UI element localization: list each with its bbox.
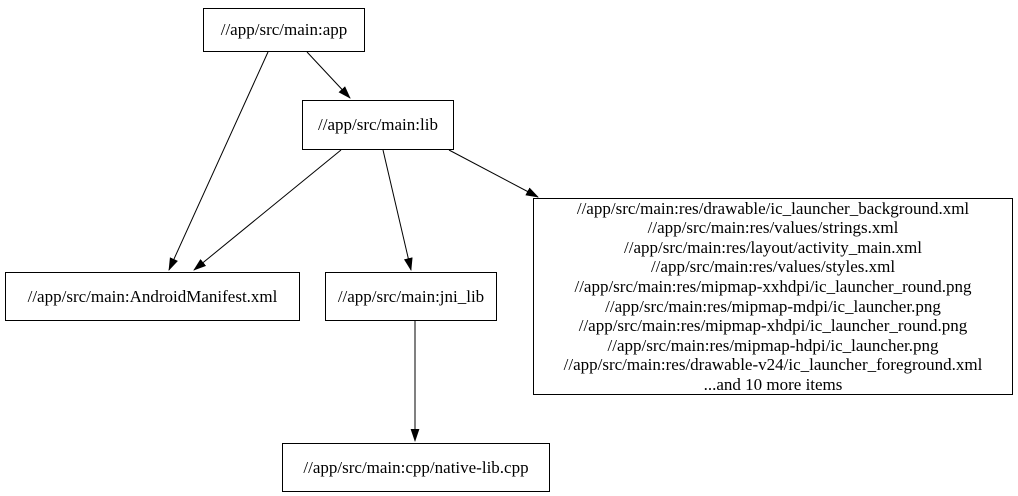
edge-lib-to-android-manifest xyxy=(193,149,342,271)
node-android-manifest-label: //app/src/main:AndroidManifest.xml xyxy=(27,286,278,306)
edge-app-to-lib xyxy=(306,51,351,99)
node-jni-lib: //app/src/main:jni_lib xyxy=(325,272,497,321)
node-native-lib: //app/src/main:cpp/native-lib.cpp xyxy=(282,443,550,492)
node-lib-label: //app/src/main:lib xyxy=(318,115,438,135)
node-android-manifest: //app/src/main:AndroidManifest.xml xyxy=(5,272,300,321)
resource-line: //app/src/main:res/mipmap-xhdpi/ic_launc… xyxy=(578,316,968,336)
resource-line: //app/src/main:res/mipmap-xxhdpi/ic_laun… xyxy=(574,276,972,296)
resource-line: //app/src/main:res/mipmap-hdpi/ic_launch… xyxy=(607,335,939,355)
resource-line: //app/src/main:res/drawable/ic_launcher_… xyxy=(576,198,970,218)
resource-line-more-items: ...and 10 more items xyxy=(703,374,843,394)
node-app: //app/src/main:app xyxy=(203,8,365,52)
node-native-lib-label: //app/src/main:cpp/native-lib.cpp xyxy=(303,457,529,477)
resource-line: //app/src/main:res/mipmap-mdpi/ic_launch… xyxy=(605,296,941,316)
node-lib: //app/src/main:lib xyxy=(302,100,454,150)
edge-app-to-android-manifest xyxy=(168,51,269,271)
resource-line: //app/src/main:res/drawable-v24/ic_launc… xyxy=(563,355,983,375)
resource-line: //app/src/main:res/values/strings.xml xyxy=(647,218,899,238)
node-app-label: //app/src/main:app xyxy=(220,20,348,40)
edge-lib-to-jni-lib xyxy=(382,149,413,271)
node-resources-list: //app/src/main:res/drawable/ic_launcher_… xyxy=(533,198,1013,395)
resource-line: //app/src/main:res/values/styles.xml xyxy=(650,257,896,277)
node-jni-lib-label: //app/src/main:jni_lib xyxy=(337,286,485,306)
resource-line: //app/src/main:res/layout/activity_main.… xyxy=(624,237,922,257)
edge-lib-to-resources xyxy=(448,149,539,198)
